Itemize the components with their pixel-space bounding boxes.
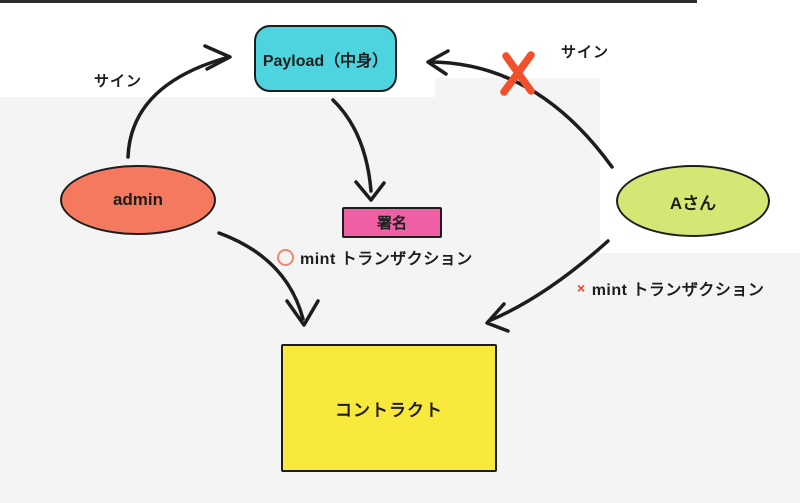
circle-ok-icon	[277, 248, 294, 266]
node-user-a-label: Aさん	[669, 193, 717, 213]
annotation-mint-allowed: mint トランザクション	[277, 245, 473, 269]
annotation-mint-denied-text: mint トランザクション	[591, 282, 765, 299]
arrowhead	[354, 180, 386, 202]
node-payload-label: Payload（中身）	[262, 52, 389, 70]
node-contract-label: コントラクト	[335, 400, 443, 420]
node-signature: 署名	[342, 207, 442, 238]
node-user-a: Aさん	[616, 165, 770, 237]
edge-label-sign-right: サイン	[561, 44, 610, 61]
cropped-text-remnant	[0, 0, 697, 3]
x-ng-icon: ×	[577, 280, 586, 296]
node-admin-label: admin	[112, 190, 164, 209]
node-admin: admin	[60, 165, 216, 235]
annotation-mint-denied: × mint トランザクション	[577, 276, 764, 300]
arrowhead	[285, 299, 320, 327]
node-contract: コントラクト	[281, 344, 497, 472]
arrowhead	[485, 302, 510, 333]
arrow-payload-to-signature	[331, 98, 373, 193]
node-signature-label: 署名	[376, 215, 407, 232]
annotation-mint-allowed-text: mint トランザクション	[300, 251, 473, 268]
node-payload: Payload（中身）	[254, 25, 397, 92]
edge-label-sign-left: サイン	[94, 73, 143, 90]
background-patch	[435, 0, 600, 78]
